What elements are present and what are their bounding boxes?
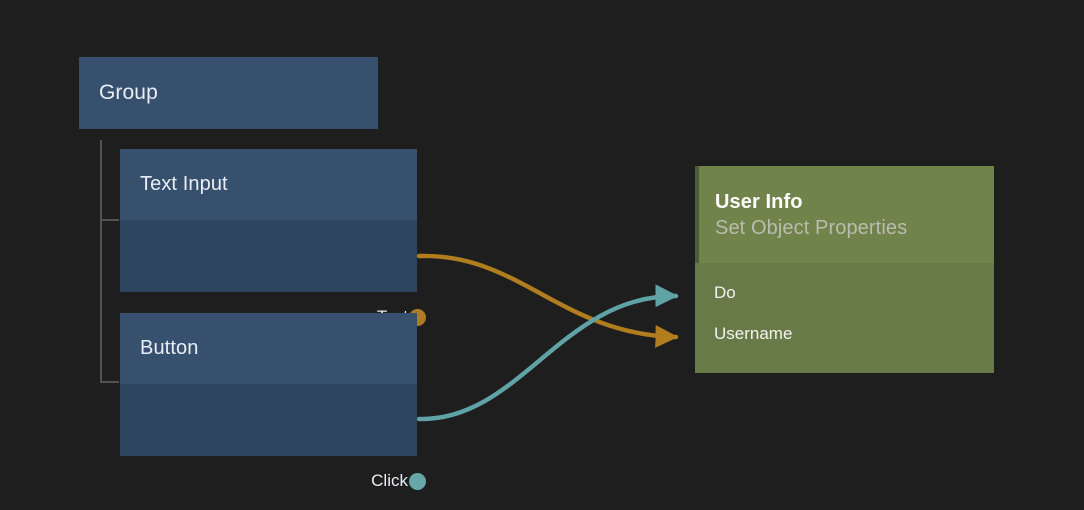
node-button-title: Button <box>140 337 199 359</box>
output-port-click[interactable]: Click <box>371 471 426 491</box>
group-tree-bracket-stub-text-input <box>100 219 119 221</box>
output-socket-click-icon[interactable] <box>409 472 426 490</box>
node-text-input-title: Text Input <box>140 173 228 195</box>
node-user-info-body: Do Username <box>695 263 994 373</box>
input-port-username-label: Username <box>714 324 793 343</box>
node-button-header[interactable]: Button <box>120 313 417 384</box>
node-user-info[interactable]: User Info Set Object Properties Do Usern… <box>695 166 994 373</box>
node-group[interactable]: Group <box>79 57 378 129</box>
node-button-body: Click <box>120 384 426 490</box>
node-button[interactable]: Button Click <box>120 313 426 490</box>
wire-click-to-do[interactable] <box>416 284 679 422</box>
wire-text-to-username[interactable] <box>416 253 679 348</box>
node-text-input[interactable]: Text Input Text <box>120 149 426 326</box>
input-port-username[interactable]: Username <box>695 324 792 344</box>
node-group-title: Group <box>99 81 158 104</box>
node-user-info-header[interactable]: User Info Set Object Properties <box>695 166 994 263</box>
spacer <box>715 166 994 190</box>
group-tree-bracket-stub-button <box>100 381 119 383</box>
output-port-click-label: Click <box>371 471 408 490</box>
node-text-input-body: Text <box>120 220 426 326</box>
node-group-header[interactable]: Group <box>79 57 378 129</box>
group-tree-bracket-line <box>100 140 102 383</box>
node-user-info-subtitle: Set Object Properties <box>715 217 908 239</box>
input-port-do-label: Do <box>714 283 736 302</box>
node-user-info-title: User Info <box>715 191 803 213</box>
node-text-input-header[interactable]: Text Input <box>120 149 417 220</box>
input-port-do[interactable]: Do <box>695 283 736 303</box>
